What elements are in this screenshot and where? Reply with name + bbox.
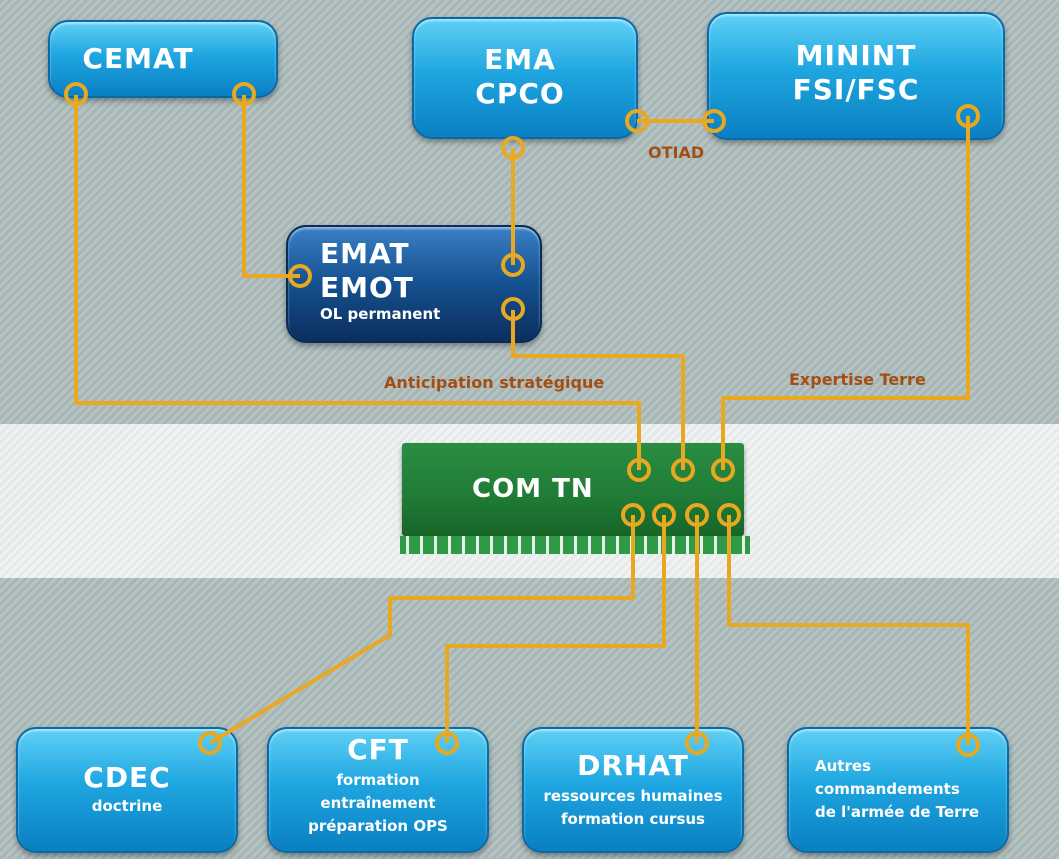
node-minint[interactable]: MININT FSI/FSC (707, 12, 1005, 140)
connector-chip-pin1 (627, 458, 651, 482)
node-emat-line1: EMAT (320, 237, 410, 270)
connector-chip-pin5 (652, 503, 676, 527)
node-autres-sub2: commandements (815, 780, 960, 798)
connector-chip-pin3 (711, 458, 735, 482)
label-expertise: Expertise Terre (789, 370, 926, 389)
connector-chip-pin6 (685, 503, 709, 527)
node-cdec-title: CDEC (83, 761, 171, 794)
node-ema[interactable]: EMA CPCO (412, 17, 638, 139)
connector-cemat-left (64, 82, 88, 106)
connector-drhat (685, 731, 709, 755)
node-cft-sub3: préparation OPS (308, 817, 448, 835)
connector-minint-otiad (702, 109, 726, 133)
connector-cemat-right (232, 82, 256, 106)
connector-emat-top (501, 253, 525, 277)
node-autres[interactable]: Autres commandements de l'armée de Terre (787, 727, 1009, 853)
node-minint-line1: MININT (795, 39, 917, 72)
node-cemat-label: CEMAT (82, 42, 194, 75)
connector-ema-otiad (625, 109, 649, 133)
connector-chip-pin4 (621, 503, 645, 527)
connector-cft (435, 731, 459, 755)
node-cft-sub2: entraînement (320, 794, 436, 812)
com-tn-label: COM TN (472, 474, 594, 504)
node-cft[interactable]: CFT formation entraînement préparation O… (267, 727, 489, 853)
node-drhat-sub2: formation cursus (560, 810, 705, 828)
connector-chip-pin2 (671, 458, 695, 482)
wire-cemat-anticipation (74, 95, 641, 470)
connector-autres (956, 733, 980, 757)
node-cft-title: CFT (347, 733, 409, 766)
connector-emat-left (288, 264, 312, 288)
wire-chip-cft (445, 515, 666, 743)
node-emat[interactable]: EMAT EMOT OL permanent (286, 225, 542, 343)
connector-minint (956, 104, 980, 128)
node-ema-line2: CPCO (475, 77, 565, 110)
label-otiad: OTIAD (648, 143, 705, 162)
node-emat-line2: EMOT (320, 271, 414, 304)
node-ema-line1: EMA (484, 43, 556, 76)
wire-cemat-emat (242, 95, 300, 278)
connector-ema (501, 136, 525, 160)
wire-chip-autres (727, 515, 970, 745)
node-autres-sub1: Autres (815, 757, 871, 775)
node-cdec[interactable]: CDEC doctrine (16, 727, 238, 853)
node-minint-line2: FSI/FSC (792, 73, 920, 106)
node-drhat-title: DRHAT (577, 749, 689, 782)
label-anticipation: Anticipation stratégique (384, 373, 605, 392)
node-cdec-sub: doctrine (91, 797, 163, 815)
connector-cdec (198, 731, 222, 755)
wire-chip-cdec (208, 515, 635, 745)
connector-chip-pin7 (717, 503, 741, 527)
wire-emat-chip (511, 310, 685, 470)
wire-minint-expertise (721, 116, 970, 470)
node-drhat-sub1: ressources humaines (543, 787, 723, 805)
node-cft-sub1: formation (336, 771, 420, 789)
node-emat-sub: OL permanent (320, 305, 441, 323)
connector-emat-bottom (501, 297, 525, 321)
node-autres-sub3: de l'armée de Terre (815, 803, 980, 821)
